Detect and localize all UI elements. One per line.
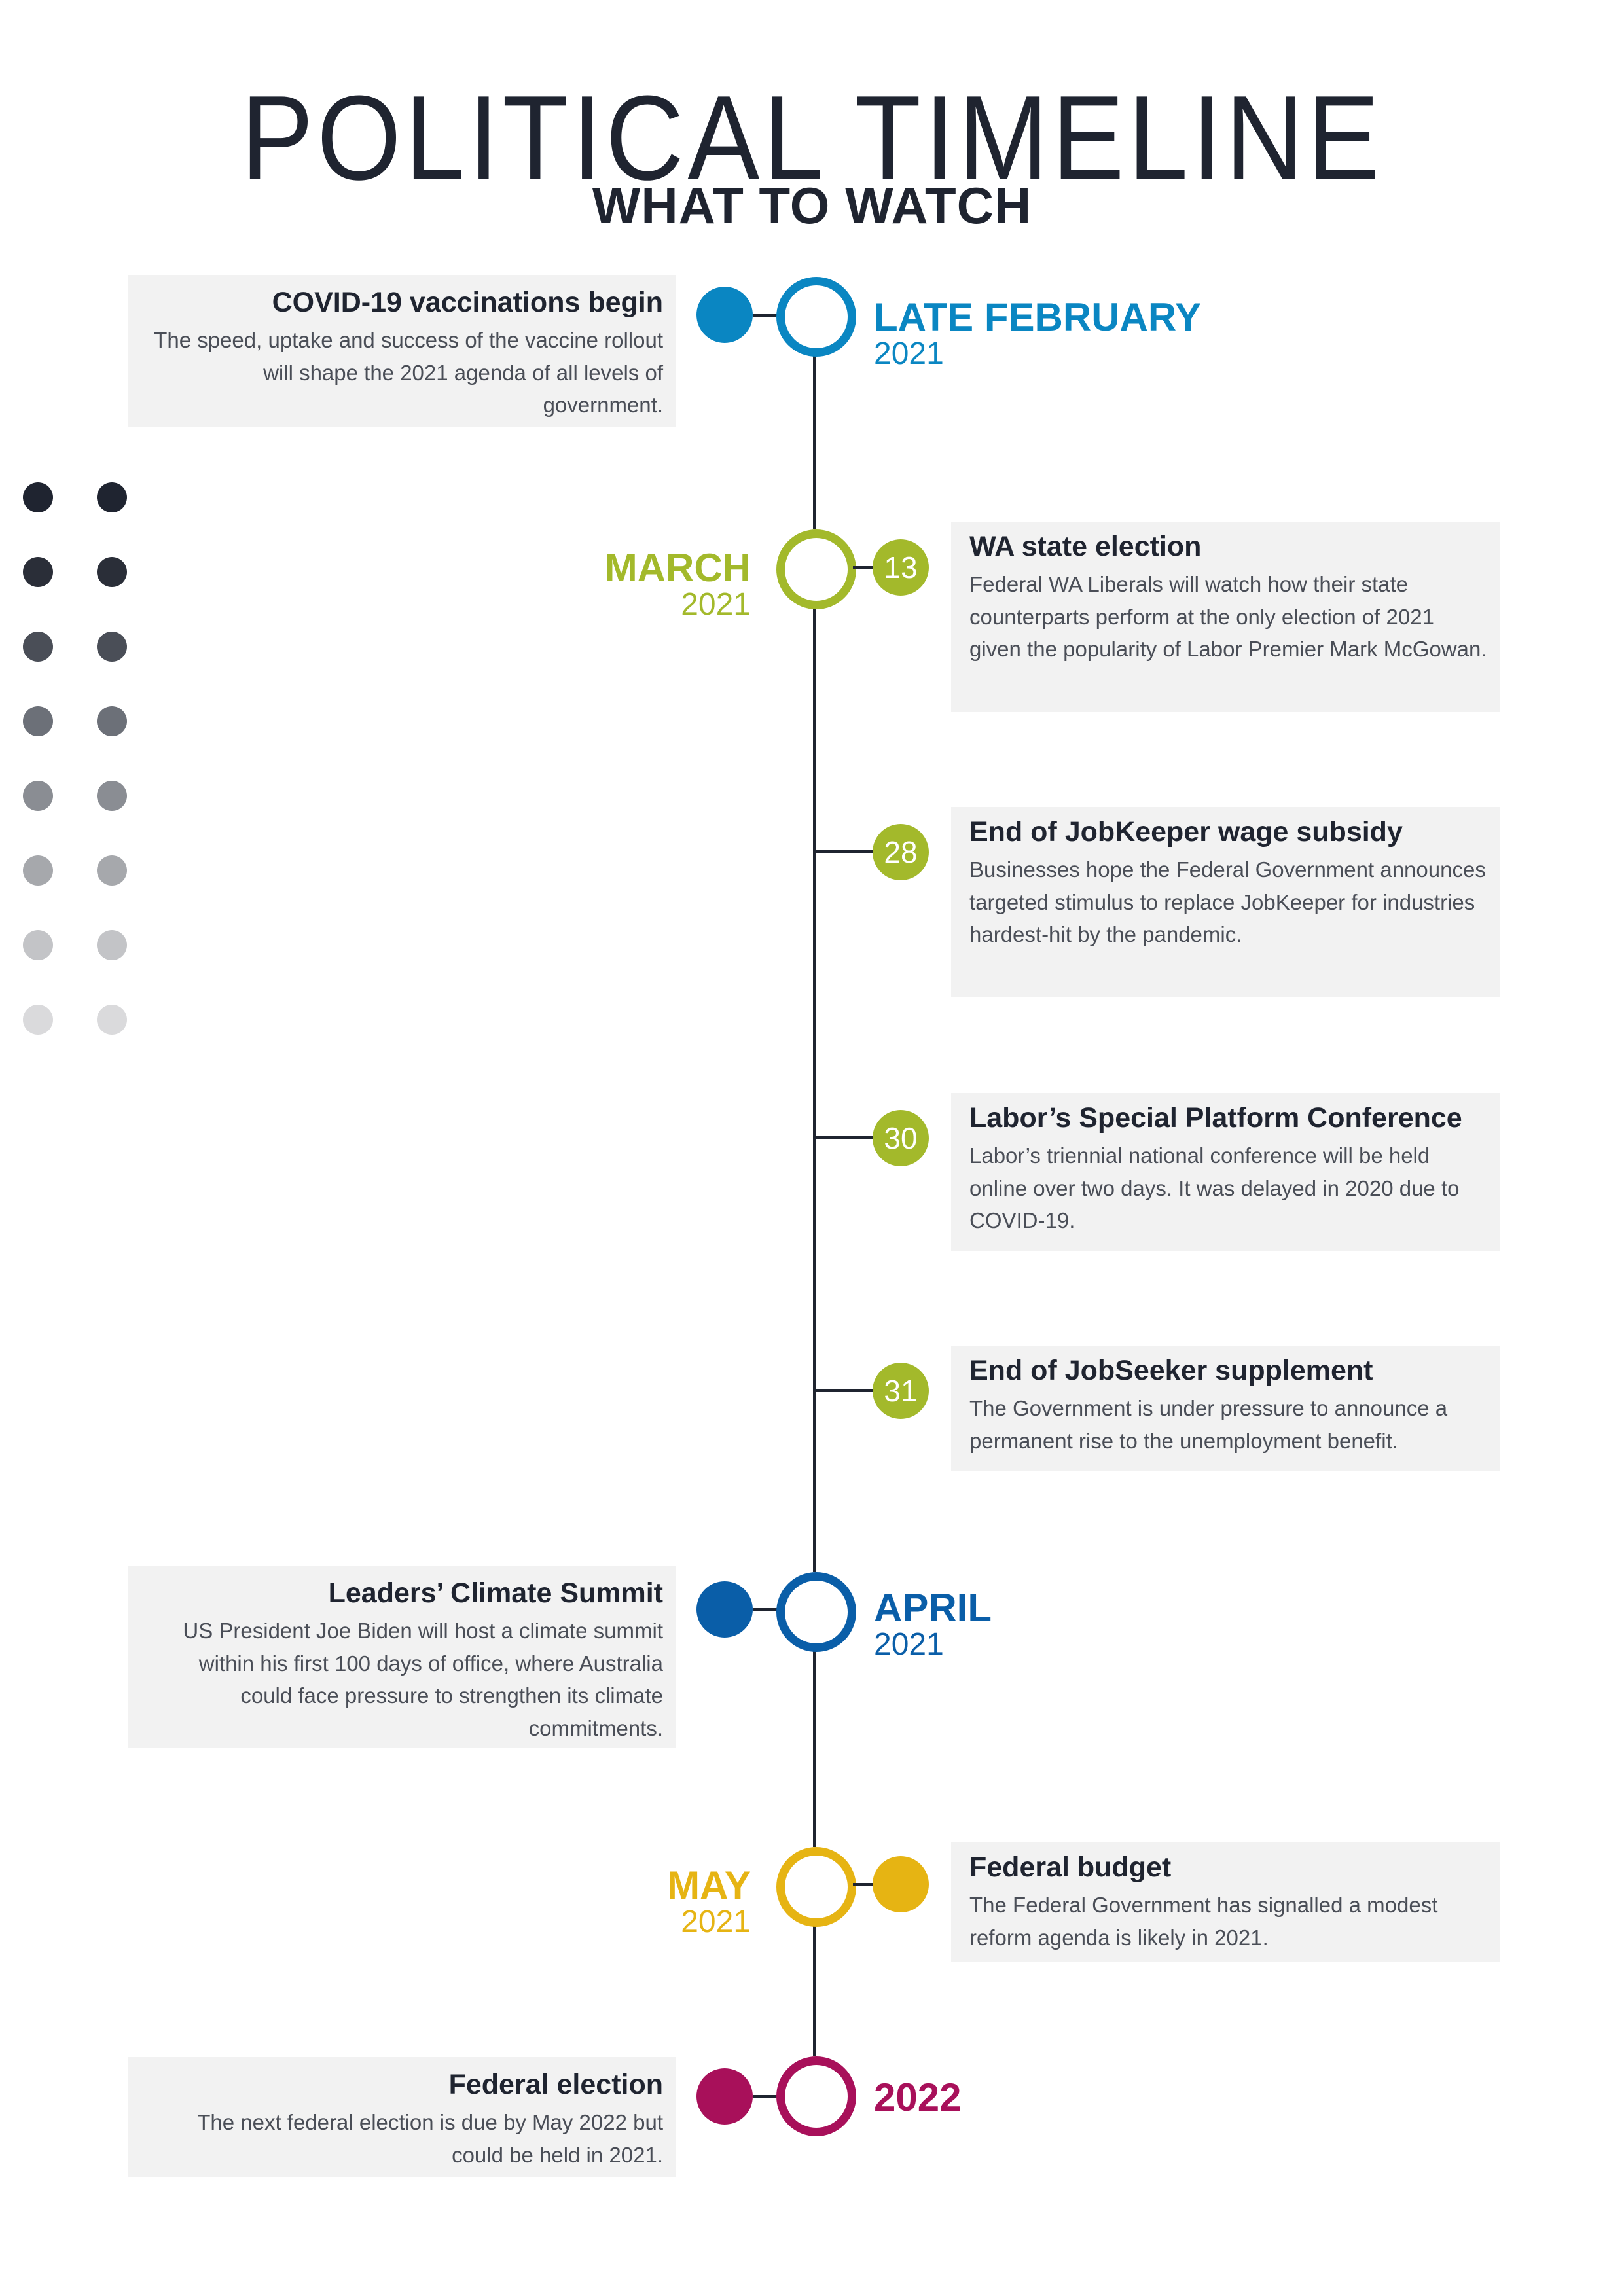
decorative-dot — [23, 1005, 53, 1035]
timeline-tick — [814, 1136, 876, 1139]
milestone-ring-march — [776, 529, 856, 609]
decorative-dot — [23, 632, 53, 662]
connector-line — [753, 1608, 782, 1611]
decorative-dot — [97, 855, 127, 886]
milestone-year-label: 2021 — [874, 336, 944, 371]
decorative-dot — [97, 632, 127, 662]
event-marker-dot — [696, 2068, 753, 2125]
decorative-dot — [23, 706, 53, 736]
milestone-month-label: MAY — [667, 1863, 751, 1907]
page-title: POLITICAL TIMELINE — [241, 70, 1383, 205]
decorative-dot — [23, 557, 53, 587]
event-card-federal-budget: Federal budget The Federal Government ha… — [951, 1842, 1500, 1962]
milestone-year-label: 2022 — [874, 2075, 962, 2119]
decorative-dot — [97, 1005, 127, 1035]
decorative-dot — [23, 855, 53, 886]
event-description: US President Joe Biden will host a clima… — [183, 1619, 663, 1740]
day-marker: 13 — [873, 539, 929, 596]
event-card-climate-summit: Leaders’ Climate Summit US President Joe… — [128, 1566, 676, 1748]
event-marker-dot — [873, 1856, 929, 1912]
event-title: WA state election — [969, 531, 1202, 562]
connector-line — [853, 1883, 876, 1886]
event-card-jobseeker: End of JobSeeker supplement The Governme… — [951, 1346, 1500, 1471]
event-description: The speed, uptake and success of the vac… — [154, 328, 663, 418]
milestone-year-label: 2021 — [874, 1627, 944, 1662]
decorative-dot — [23, 781, 53, 811]
timeline-spine — [813, 351, 816, 529]
milestone-year-label: 2021 — [681, 587, 751, 622]
event-description: The Federal Government has signalled a m… — [969, 1893, 1438, 1950]
day-marker: 28 — [873, 824, 929, 880]
event-description: Federal WA Liberals will watch how their… — [969, 572, 1487, 662]
decorative-dot — [97, 557, 127, 587]
event-marker-dot — [696, 1581, 753, 1638]
timeline-tick — [814, 1389, 876, 1392]
connector-line — [753, 314, 782, 317]
decorative-dot — [97, 706, 127, 736]
decorative-dot — [97, 781, 127, 811]
event-title: End of JobSeeker supplement — [969, 1355, 1373, 1386]
timeline-tick — [814, 850, 876, 853]
event-title: COVID-19 vaccinations begin — [272, 287, 663, 318]
decorative-dot — [23, 482, 53, 512]
page-subtitle: WHAT TO WATCH — [592, 177, 1032, 234]
milestone-month-label: MARCH — [604, 546, 751, 590]
connector-line — [853, 566, 876, 569]
event-card-wa-state-election: WA state election Federal WA Liberals wi… — [951, 522, 1500, 712]
event-card-federal-election: Federal election The next federal electi… — [128, 2057, 676, 2177]
event-description: Businesses hope the Federal Government a… — [969, 857, 1486, 947]
milestone-month-label: LATE FEBRUARY — [874, 295, 1201, 339]
event-description: The next federal election is due by May … — [197, 2110, 663, 2167]
milestone-year-label: 2021 — [681, 1905, 751, 1939]
milestone-month-label: APRIL — [874, 1586, 992, 1630]
event-marker-dot — [696, 287, 753, 343]
event-title: Federal budget — [969, 1852, 1172, 1883]
day-marker: 31 — [873, 1363, 929, 1419]
event-card-covid-vaccinations: COVID-19 vaccinations begin The speed, u… — [128, 275, 676, 427]
milestone-ring-late-february — [776, 277, 856, 357]
milestone-ring-2022 — [776, 2056, 856, 2136]
event-card-jobkeeper: End of JobKeeper wage subsidy Businesses… — [951, 807, 1500, 997]
event-title: End of JobKeeper wage subsidy — [969, 816, 1403, 848]
decorative-dot — [23, 930, 53, 960]
event-card-labor-conference: Labor’s Special Platform Conference Labo… — [951, 1093, 1500, 1251]
connector-line — [753, 2095, 782, 2098]
day-marker: 30 — [873, 1110, 929, 1166]
decorative-dot — [97, 482, 127, 512]
timeline-spine — [813, 1923, 816, 2056]
event-description: Labor’s triennial national conference wi… — [969, 1143, 1460, 1233]
event-title: Labor’s Special Platform Conference — [969, 1102, 1462, 1134]
milestone-ring-april — [776, 1572, 856, 1652]
timeline-spine — [813, 605, 816, 1572]
event-title: Leaders’ Climate Summit — [328, 1577, 663, 1609]
timeline-spine — [813, 1648, 816, 1847]
event-title: Federal election — [448, 2069, 663, 2100]
event-description: The Government is under pressure to anno… — [969, 1396, 1448, 1453]
decorative-dot — [97, 930, 127, 960]
milestone-ring-may — [776, 1847, 856, 1927]
